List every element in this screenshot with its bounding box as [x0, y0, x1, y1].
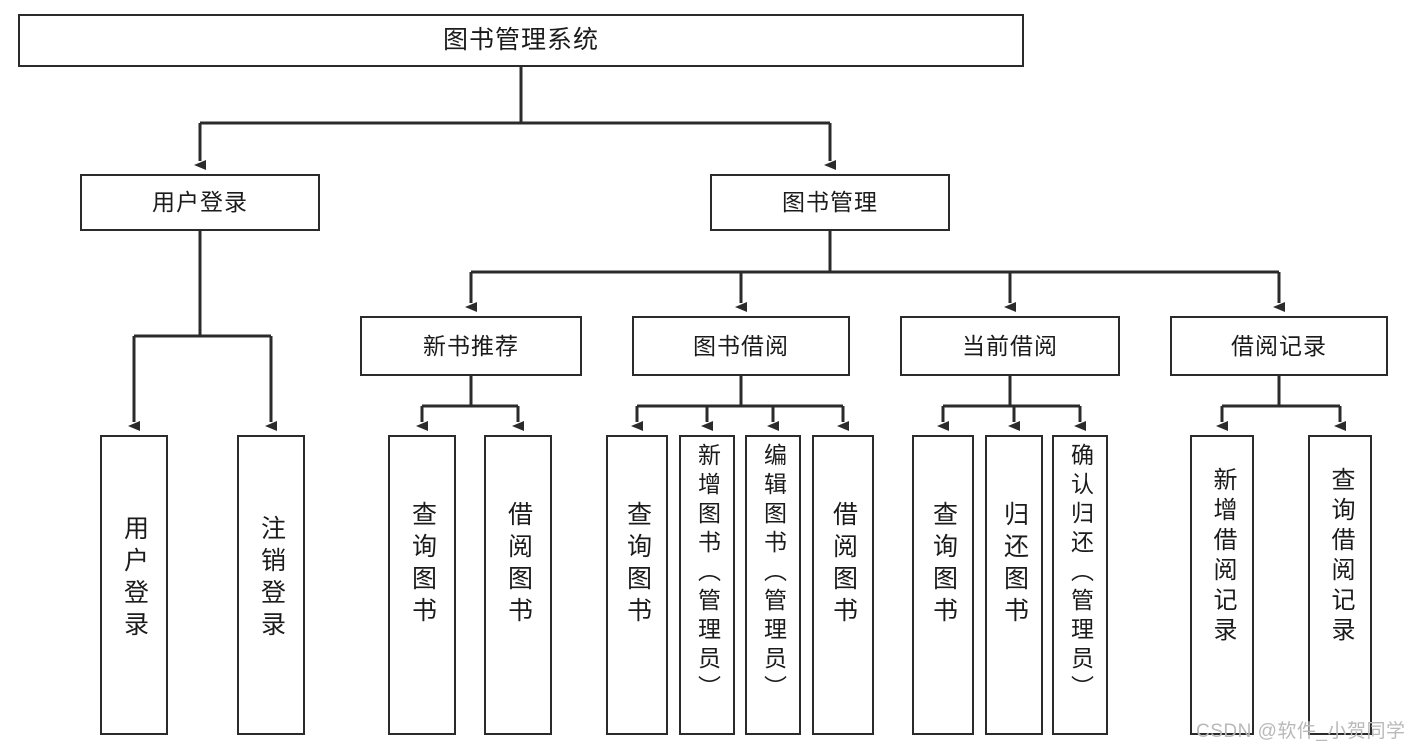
node-label: 图书管理	[782, 189, 878, 215]
node-leaf-add-book-admin[interactable]: 新增图书（管理员）	[679, 435, 735, 735]
node-book-management[interactable]: 图书管理	[710, 174, 950, 231]
node-label: 查询图书	[623, 501, 652, 629]
node-book-management-system[interactable]: 图书管理系统	[18, 14, 1024, 67]
node-label: 新增图书（管理员）	[694, 443, 721, 704]
node-leaf-query-book-borrowing[interactable]: 查询图书	[606, 435, 668, 735]
node-leaf-user-login[interactable]: 用户登录	[100, 435, 168, 735]
node-leaf-borrow-book-borrowing[interactable]: 借阅图书	[812, 435, 874, 735]
node-leaf-confirm-return-admin[interactable]: 确认归还（管理员）	[1052, 435, 1108, 735]
node-leaf-query-borrow-record[interactable]: 查询借阅记录	[1308, 435, 1372, 735]
node-label: 借阅记录	[1231, 332, 1327, 359]
node-label: 图书借阅	[693, 332, 789, 359]
node-label: 查询图书	[408, 501, 437, 629]
node-label: 归还图书	[1000, 501, 1029, 629]
node-label: 当前借阅	[962, 332, 1058, 359]
node-label: 图书管理系统	[442, 26, 599, 54]
node-borrow-records[interactable]: 借阅记录	[1170, 316, 1388, 376]
node-label: 新书推荐	[423, 332, 519, 359]
node-leaf-edit-book-admin[interactable]: 编辑图书（管理员）	[745, 435, 801, 735]
node-current-borrowing[interactable]: 当前借阅	[900, 316, 1120, 376]
node-label: 用户登录	[120, 515, 149, 643]
node-label: 编辑图书（管理员）	[760, 443, 787, 704]
node-book-borrowing[interactable]: 图书借阅	[632, 316, 850, 376]
node-user-login[interactable]: 用户登录	[80, 174, 320, 231]
csdn-watermark: CSDN @软件_小贺同学	[1196, 721, 1405, 742]
node-leaf-add-borrow-record[interactable]: 新增借阅记录	[1190, 435, 1254, 735]
node-label: 查询借阅记录	[1327, 467, 1354, 647]
node-new-book-recommendation[interactable]: 新书推荐	[360, 316, 582, 376]
node-label: 注销登录	[257, 515, 286, 643]
node-label: 确认归还（管理员）	[1067, 443, 1094, 704]
node-leaf-query-book-recommendation[interactable]: 查询图书	[388, 435, 456, 735]
node-leaf-return-book[interactable]: 归还图书	[985, 435, 1043, 735]
node-label: 新增借阅记录	[1209, 467, 1236, 647]
node-label: 借阅图书	[829, 501, 858, 629]
node-label: 查询图书	[929, 501, 958, 629]
node-leaf-borrow-book-recommendation[interactable]: 借阅图书	[484, 435, 552, 735]
node-label: 借阅图书	[504, 501, 533, 629]
node-leaf-query-book-current[interactable]: 查询图书	[912, 435, 974, 735]
node-leaf-user-logout[interactable]: 注销登录	[237, 435, 305, 735]
node-label: 用户登录	[152, 189, 248, 215]
